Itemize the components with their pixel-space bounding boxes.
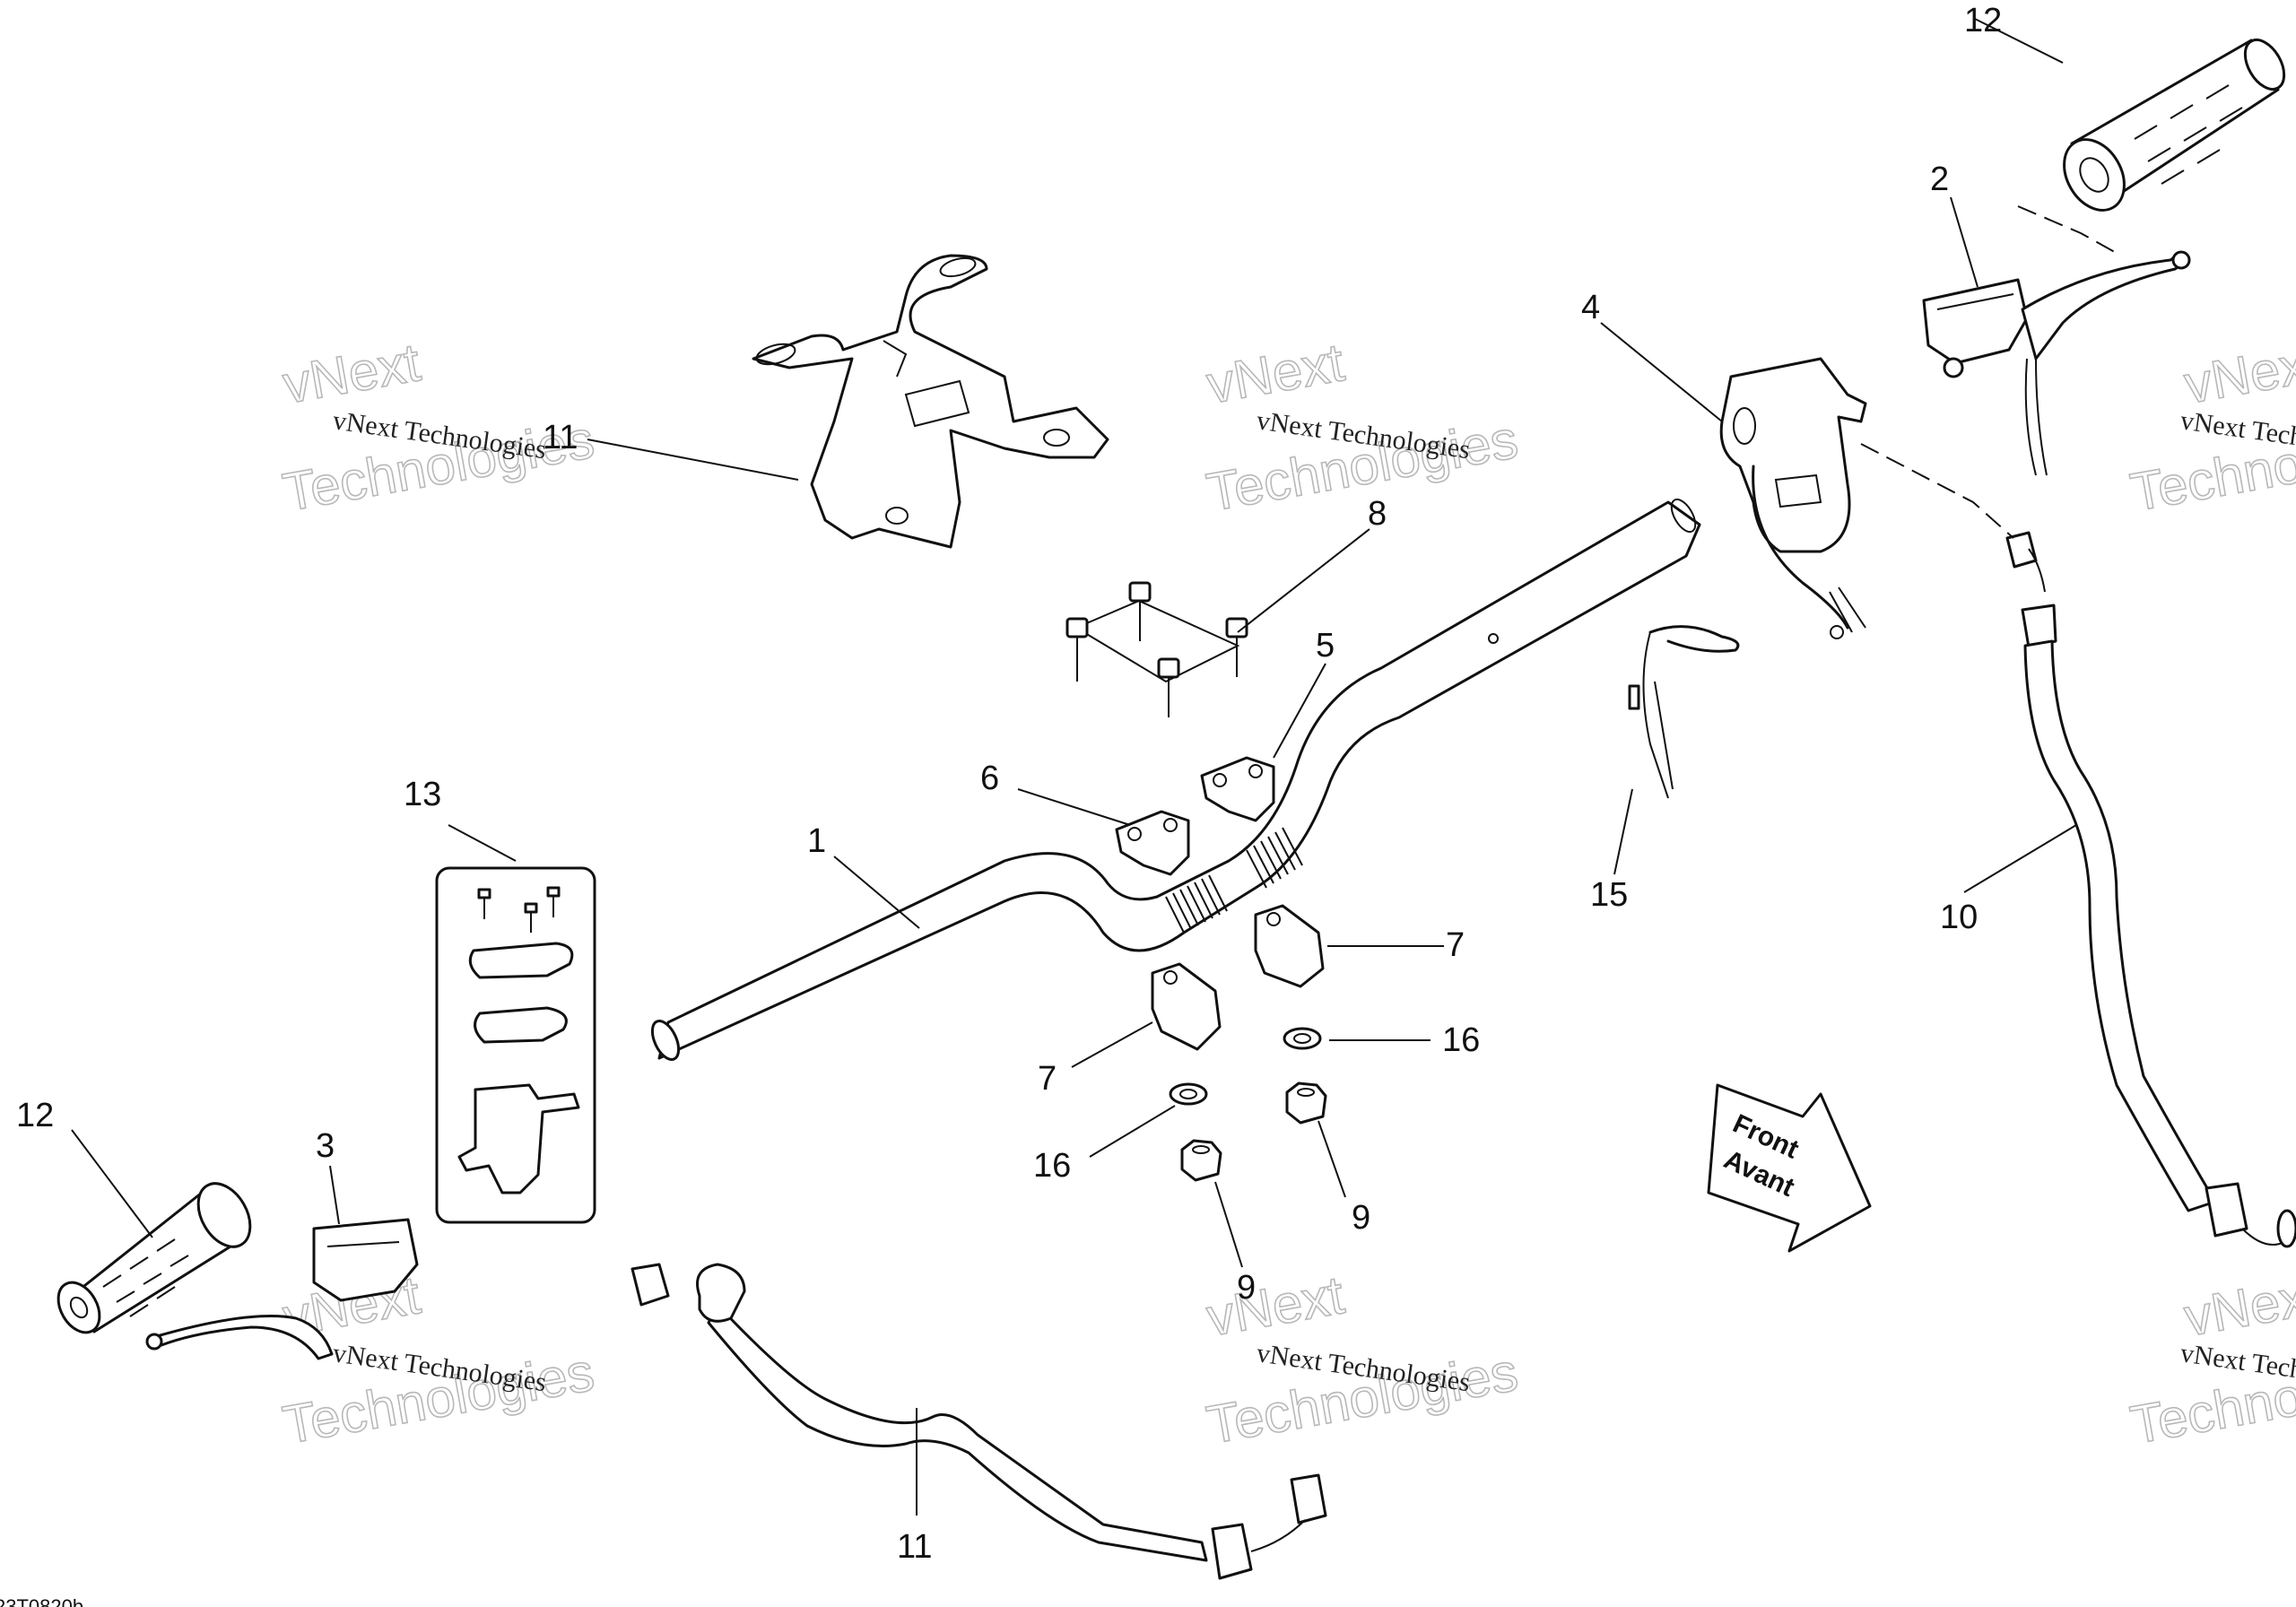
lower-clamp-7-right (1254, 904, 1325, 988)
grip-left (57, 1182, 252, 1334)
callout-16-left: 16 (1033, 1147, 1071, 1185)
screw-icon (1225, 617, 1248, 677)
svg-text:vNext: vNext (2180, 1264, 2296, 1348)
callouts: 1 12 2 3 4 5 6 7 7 8 9 9 10 11 11 12 13 … (16, 2, 2002, 1566)
svg-text:vNext: vNext (1203, 332, 1349, 415)
screw-icon (1157, 657, 1180, 717)
front-direction-arrow: Front Avant (1707, 1083, 1872, 1253)
lower-clamp-7-left (1151, 962, 1222, 1051)
upper-clamp-5 (1200, 756, 1275, 822)
upper-clamp-6 (1115, 810, 1190, 876)
washer-right (1283, 1027, 1322, 1050)
callout-16-right: 16 (1442, 1021, 1480, 1059)
washer-left (1169, 1082, 1208, 1106)
callout-7-right: 7 (1446, 926, 1465, 964)
nut-left (1180, 1139, 1222, 1182)
callout-6: 6 (980, 760, 999, 797)
screw-icon (1128, 581, 1152, 641)
alignment-line-switch (1860, 443, 2014, 539)
grip-right (2063, 39, 2286, 212)
nut-right (1285, 1081, 1327, 1125)
callout-7-left: 7 (1038, 1060, 1057, 1098)
knurl-right (1246, 827, 1303, 889)
watermark-center-top: vNext Technologies vNext Technologies (1202, 331, 1523, 523)
callout-3: 3 (316, 1127, 335, 1165)
callout-1: 1 (807, 822, 826, 860)
watermark-right-top: vNext Technologies vNext Technologies (2126, 331, 2296, 523)
alignment-line-grip (2017, 205, 2122, 256)
reference-code: 23T0820b (0, 1595, 83, 1607)
callout-12-left: 12 (16, 1097, 54, 1134)
watermark-left-top: vNext Technologies vNext Technologies (278, 331, 599, 523)
callout-8: 8 (1368, 495, 1387, 533)
svg-text:vNext: vNext (2180, 332, 2296, 415)
cable-lower (631, 1263, 1327, 1580)
callout-13: 13 (404, 776, 441, 813)
svg-text:vNext: vNext (279, 332, 425, 415)
callout-5: 5 (1316, 627, 1335, 665)
screw-icon (1065, 617, 1089, 682)
brake-master-cylinder-right (1922, 250, 2191, 476)
watermark-left-bottom: vNext Technologies vNext Technologies (278, 1264, 599, 1455)
screws-set (1065, 581, 1248, 717)
callout-11-bottom: 11 (897, 1528, 932, 1566)
callout-2: 2 (1930, 161, 1949, 198)
handlebar-bracket (752, 254, 1109, 549)
wire-harness (1628, 625, 1740, 799)
handlebar-tube (650, 498, 1701, 1061)
kit-box (435, 866, 596, 1224)
callout-4: 4 (1581, 289, 1600, 326)
callout-11-top: 11 (543, 419, 578, 456)
brake-lever-left (145, 1218, 419, 1360)
switch-housing (1719, 357, 1867, 639)
knurl-left (1165, 874, 1228, 934)
cable-right (2005, 531, 2296, 1248)
watermark-right-bottom: vNext Technologies vNext Technologies (2126, 1264, 2296, 1455)
callout-9-left: 9 (1237, 1269, 1256, 1307)
svg-text:vNext: vNext (1203, 1264, 1349, 1348)
leader-lines (71, 17, 2077, 1516)
callout-10: 10 (1940, 899, 1978, 936)
callout-15: 15 (1590, 876, 1628, 914)
callout-12-right: 12 (1964, 2, 2002, 39)
callout-9-right: 9 (1352, 1199, 1370, 1237)
